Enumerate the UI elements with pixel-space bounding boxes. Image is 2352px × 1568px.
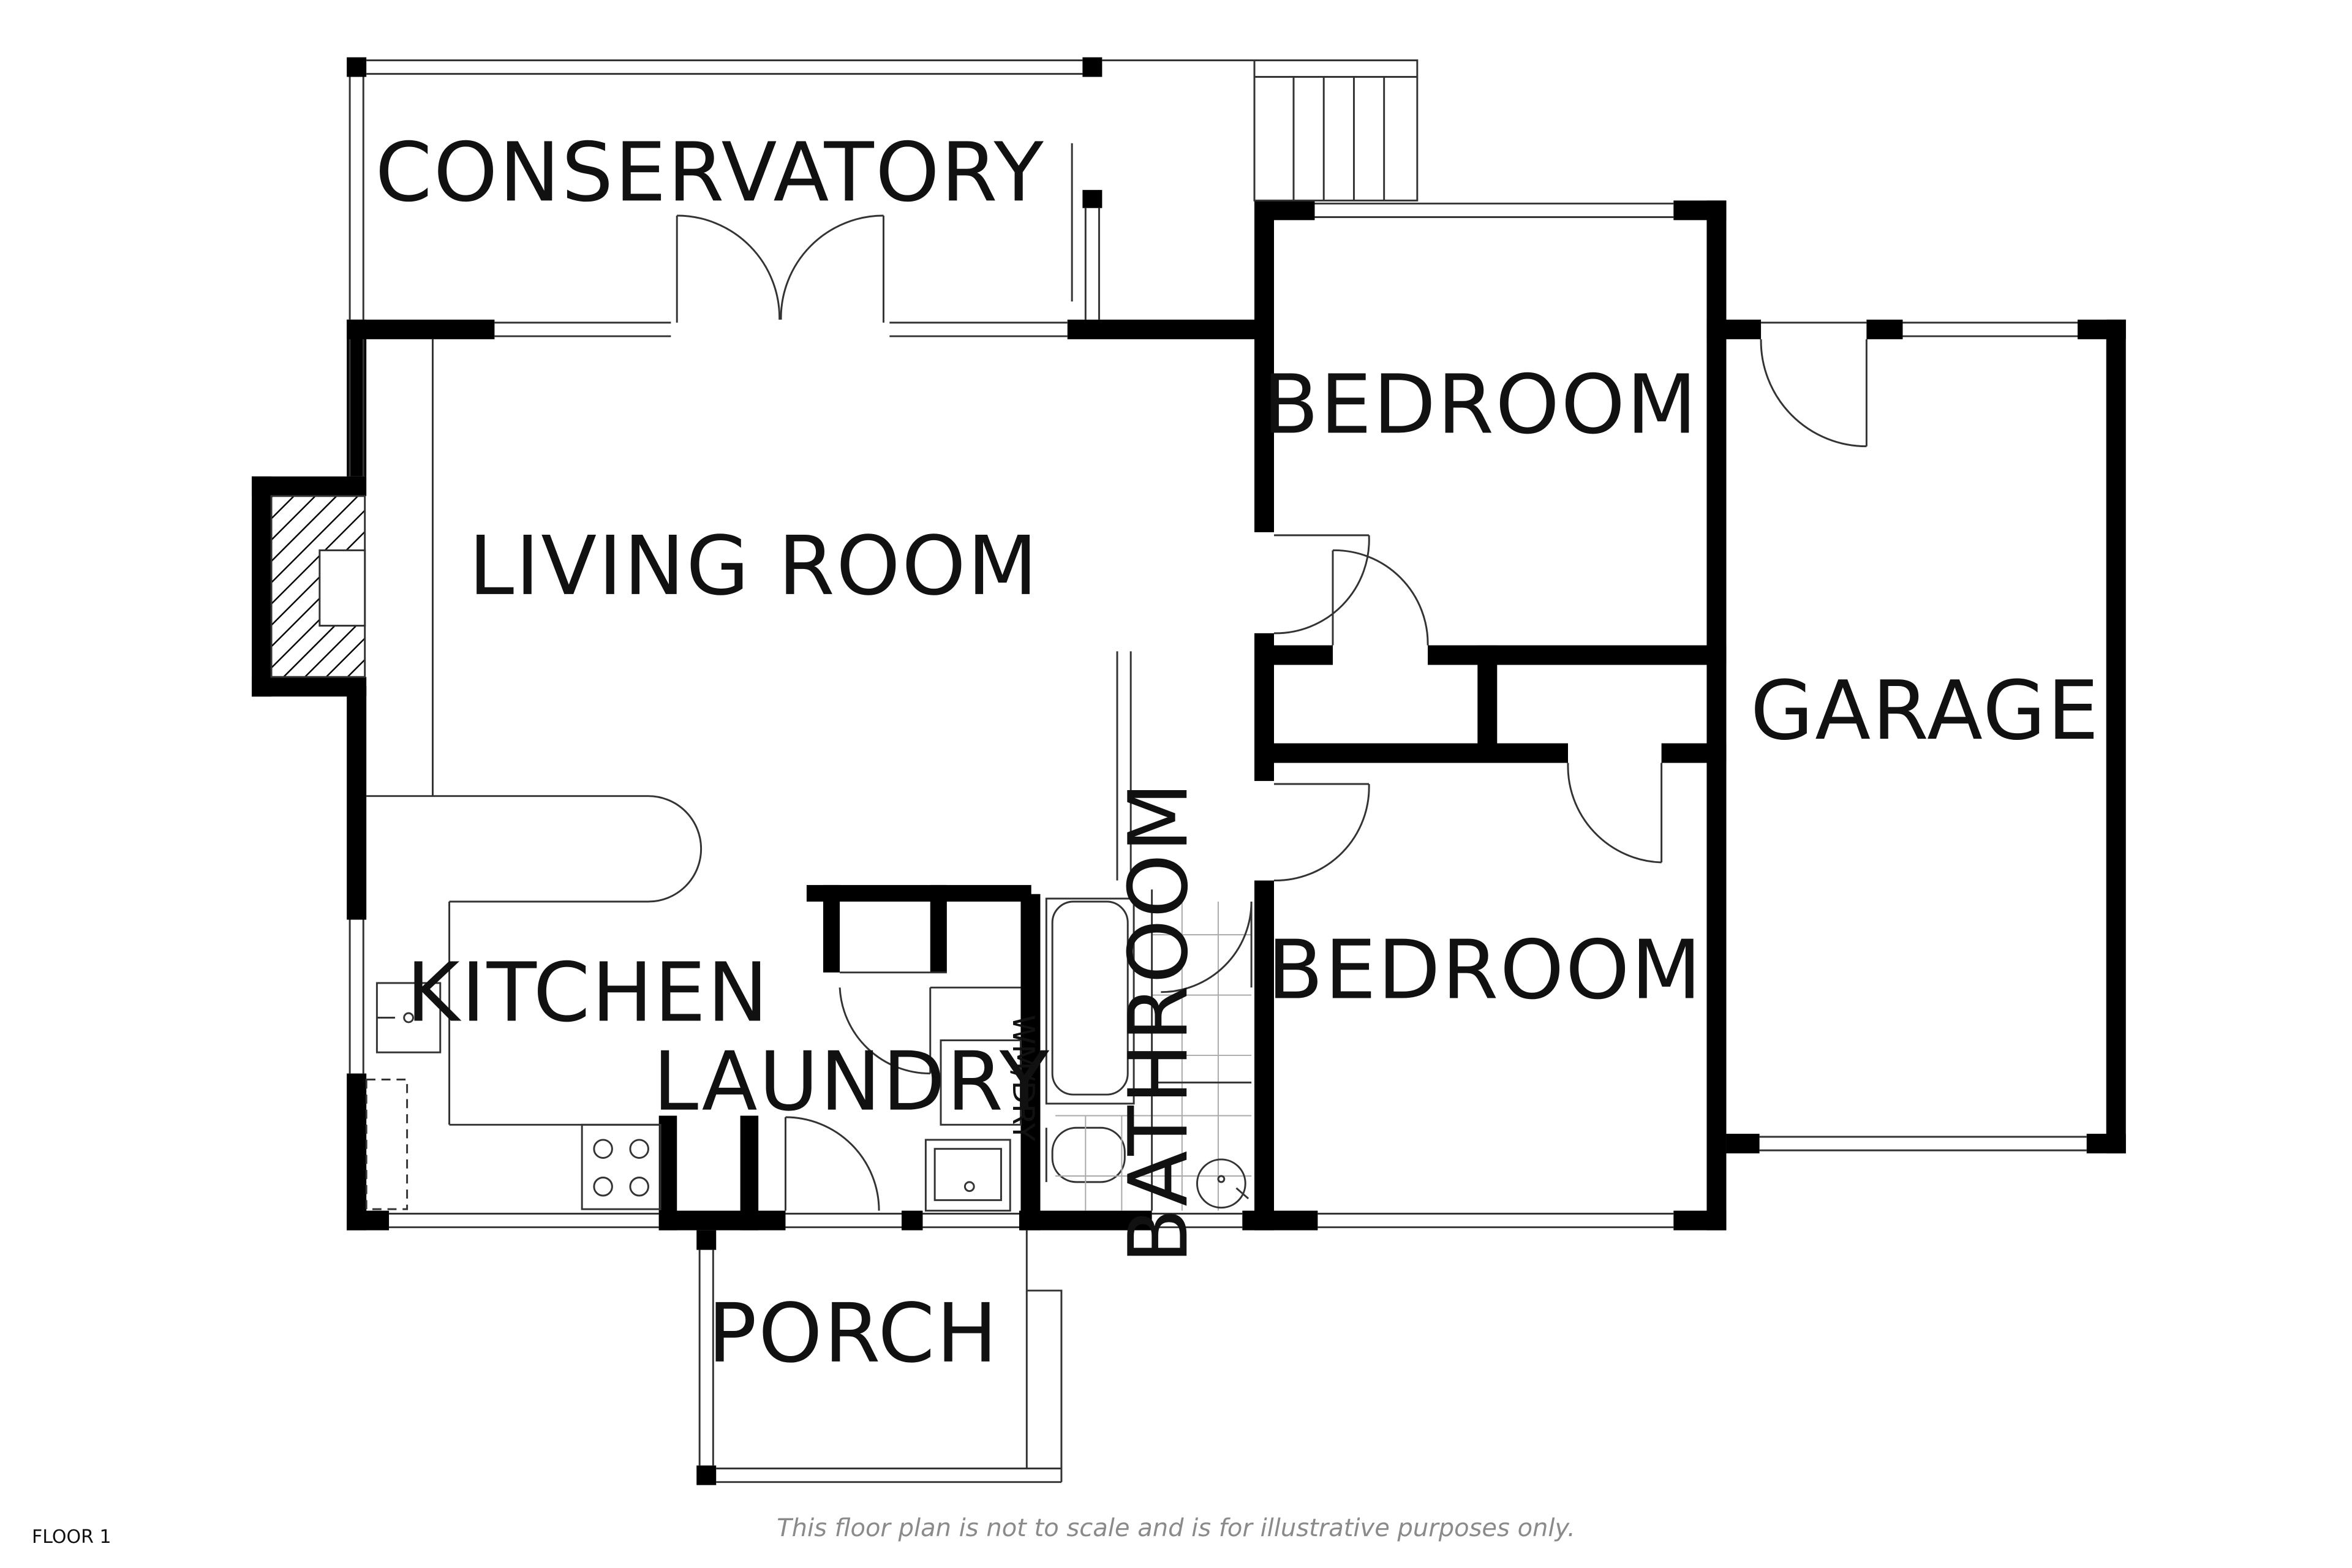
windows-and-outlines <box>270 59 2087 1483</box>
room-label-bathroom: BATHROOM <box>1112 781 1206 1264</box>
room-label-kitchen: KITCHEN <box>406 946 769 1040</box>
room-label-garage: GARAGE <box>1751 664 2100 758</box>
room-label-living-room: LIVING ROOM <box>469 519 1039 614</box>
room-label-bedroom-bottom: BEDROOM <box>1267 924 1703 1018</box>
doors <box>676 214 1868 1211</box>
room-label-bedroom-top: BEDROOM <box>1263 358 1698 452</box>
room-label-laundry: LAUNDRY <box>653 1035 1050 1129</box>
room-label-conservatory: CONSERVATORY <box>375 126 1046 220</box>
floor-label: FLOOR 1 <box>32 1526 111 1548</box>
room-label-porch: PORCH <box>707 1287 999 1381</box>
walls <box>252 57 2126 1485</box>
disclaimer-text: This floor plan is not to scale and is f… <box>777 1514 1575 1542</box>
washer-dryer-label: WM/DRY <box>1006 1015 1041 1142</box>
